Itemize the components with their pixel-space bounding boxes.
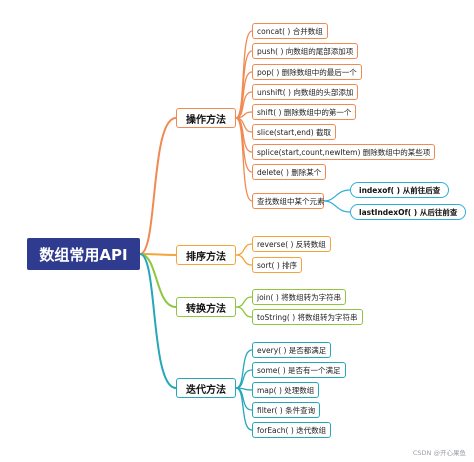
leaf-sort: sort( ) 排序 [252, 257, 303, 273]
leaf-reverse: reverse( ) 反转数组 [252, 236, 331, 252]
leaf-foreach: forEach( ) 迭代数组 [252, 422, 332, 438]
leaf-find-element: 查找数组中某个元素 [252, 193, 325, 209]
link-iter-2 [235, 369, 253, 389]
leaf-pop: pop( ) 删除数组中的最后一个 [252, 64, 362, 80]
link-root-conv [139, 253, 177, 308]
leaf-some: some( ) 是否有一个满足 [252, 362, 346, 378]
category-operation: 操作方法 [176, 108, 236, 128]
leaf-splice: splice(start,count,newItem) 删除数组中的某些项 [252, 144, 436, 160]
link-iter-1 [235, 349, 253, 389]
link-iter-4 [235, 387, 253, 411]
leaf-join: join( ) 将数组转为字符串 [252, 289, 347, 305]
leaf-shift: shift( ) 删除数组中的第一个 [252, 104, 357, 120]
leaf-slice: slice(start,end) 截取 [252, 124, 337, 140]
category-sort: 排序方法 [176, 245, 236, 265]
link-sub-1 [323, 189, 351, 202]
link-root-op [139, 117, 177, 255]
link-sort-1 [235, 243, 253, 256]
link-op-9 [235, 117, 253, 202]
link-op-4 [235, 91, 253, 119]
leaf-tostring: toString( ) 将数组转为字符串 [252, 309, 363, 325]
leaf-push: push( ) 向数组的尾部添加项 [252, 43, 359, 59]
leaf-concat: concat( ) 合并数组 [252, 23, 328, 39]
link-iter-5 [235, 387, 253, 431]
leaf-map: map( ) 处理数组 [252, 382, 320, 398]
sub-lastindexof: lastIndexOf( ) 从后往前查 [350, 204, 467, 220]
link-conv-1 [235, 296, 253, 308]
leaf-filter: filter( ) 条件查询 [252, 402, 321, 418]
sub-indexof: indexof( ) 从前往后查 [350, 182, 450, 198]
watermark: CSDN @开心果鱼 [412, 449, 466, 457]
category-convert: 转换方法 [176, 297, 236, 317]
leaf-delete: delete( ) 删除某个 [252, 164, 327, 180]
category-iterate: 迭代方法 [176, 378, 236, 398]
link-sort-2 [235, 254, 253, 266]
link-sub-2 [323, 200, 351, 213]
leaf-every: every( ) 是否都满足 [252, 342, 332, 358]
link-root-iter [139, 253, 177, 389]
link-conv-2 [235, 306, 253, 318]
root-node: 数组常用API [27, 238, 140, 270]
leaf-unshift: unshift( ) 向数组的头部添加 [252, 84, 359, 100]
